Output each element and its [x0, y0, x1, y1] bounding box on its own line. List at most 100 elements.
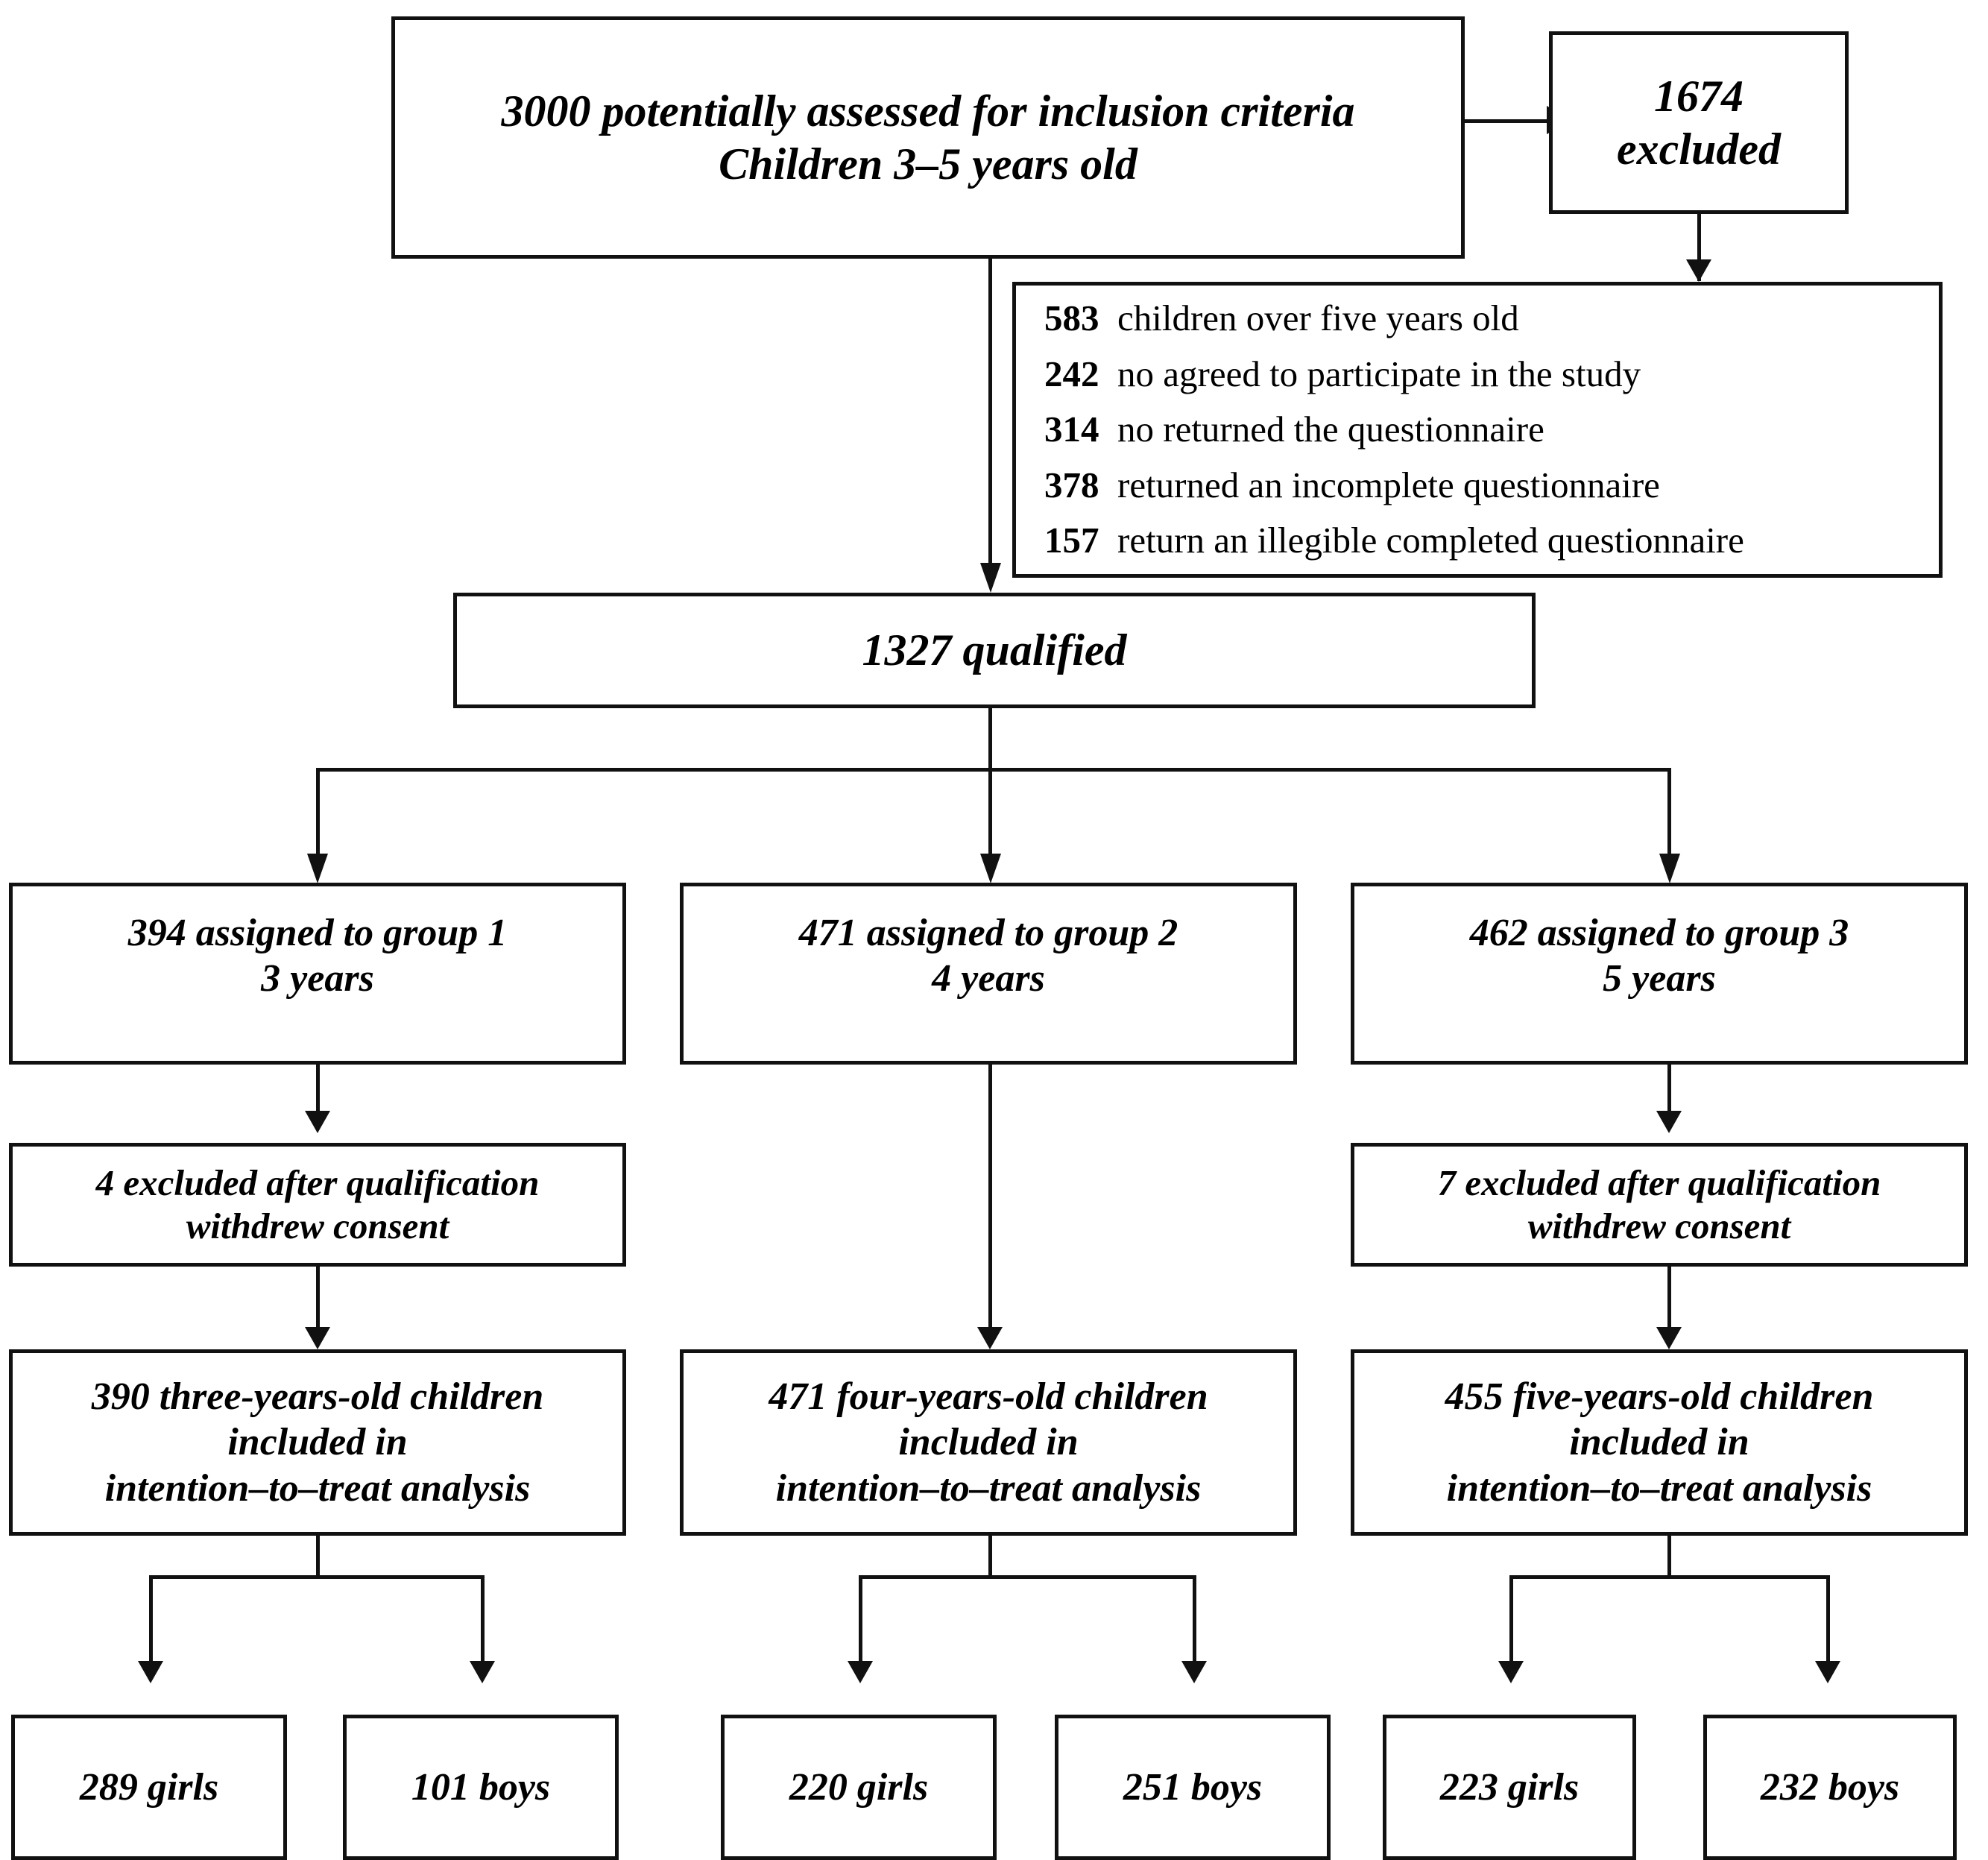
arrow-down-group-1-excluded: [305, 1111, 330, 1133]
connector-group-1-itt-stem: [316, 1536, 320, 1579]
group-1-boys-label: 101 boys: [411, 1765, 551, 1809]
connector-group-3-boys-branch: [1826, 1575, 1830, 1666]
arrow-down-group-2-girls: [848, 1661, 873, 1683]
connector-branch-group-1: [316, 768, 320, 865]
exclusion-reason-count: 314: [1044, 409, 1108, 450]
exclusion-reason-count: 378: [1044, 464, 1108, 505]
exclusion-reason-text: children over five years old: [1117, 297, 1519, 339]
group-2-itt-line-1: 471 four-years-old children: [769, 1375, 1208, 1418]
exclusion-reason-count: 583: [1044, 297, 1108, 339]
assigned-group-1-line-2: 3 years: [261, 957, 374, 1000]
qualified-label: 1327 qualified: [862, 625, 1127, 675]
group-2-itt-line-3: intention–to–treat analysis: [775, 1466, 1202, 1510]
connector-split-bar-groups: [316, 768, 1671, 772]
node-assigned-group-2: 471 assigned to group 2 4 years: [680, 883, 1297, 1065]
group-1-girls-label: 289 girls: [79, 1765, 219, 1809]
connector-group-3-excluded-to-itt: [1667, 1267, 1671, 1332]
exclusion-reason-text: no returned the questionnaire: [1117, 409, 1544, 450]
arrow-down-group-3-girls: [1498, 1661, 1524, 1683]
arrow-down-to-qualified: [980, 563, 1001, 593]
group-2-boys-label: 251 boys: [1123, 1765, 1263, 1809]
connector-group-1-girls-branch: [149, 1575, 153, 1666]
arrow-down-to-reasons: [1686, 259, 1711, 282]
group-3-itt-line-1: 455 five-years-old children: [1445, 1375, 1874, 1418]
connector-qualified-stem: [988, 708, 992, 772]
assigned-group-3-line-2: 5 years: [1603, 957, 1716, 1000]
node-qualified: 1327 qualified: [453, 593, 1536, 708]
arrow-down-group-1-itt: [305, 1327, 330, 1349]
group-1-excluded-line-1: 4 excluded after qualification: [95, 1162, 540, 1204]
node-assigned-group-1: 394 assigned to group 1 3 years: [9, 883, 626, 1065]
exclusion-reason-row: 583 children over five years old: [1044, 291, 1939, 346]
node-excluded-total: 1674 excluded: [1549, 31, 1849, 214]
arrow-down-group-3-excluded: [1656, 1111, 1682, 1133]
node-exclusion-reasons: 583 children over five years old 242 no …: [1012, 282, 1943, 578]
assessed-line-1: 3000 potentially assessed for inclusion …: [501, 86, 1355, 136]
assigned-group-3-line-1: 462 assigned to group 3: [1469, 911, 1849, 954]
node-itt-group-2: 471 four-years-old children included in …: [680, 1349, 1297, 1536]
exclusion-reason-count: 157: [1044, 520, 1108, 561]
exclusion-reason-row: 157 return an illegible completed questi…: [1044, 513, 1939, 568]
assessed-line-2: Children 3–5 years old: [719, 139, 1137, 189]
node-girls-group-2: 220 girls: [721, 1715, 997, 1860]
node-assessed-for-inclusion: 3000 potentially assessed for inclusion …: [391, 16, 1465, 259]
connector-group-2-boys-branch: [1193, 1575, 1196, 1666]
connector-group-1-assigned-to-excluded: [316, 1065, 320, 1117]
group-3-excluded-line-1: 7 excluded after qualification: [1437, 1162, 1881, 1204]
excluded-total-label: excluded: [1617, 124, 1781, 174]
exclusion-reason-row: 242 no agreed to participate in the stud…: [1044, 347, 1939, 402]
group-3-excluded-line-2: withdrew consent: [1527, 1205, 1791, 1246]
connector-branch-group-2: [988, 768, 992, 865]
connector-group-2-girls-branch: [859, 1575, 862, 1666]
node-excluded-after-qualification-group-3: 7 excluded after qualification withdrew …: [1351, 1143, 1968, 1267]
exclusion-reason-count: 242: [1044, 353, 1108, 394]
connector-group-3-itt-stem: [1667, 1536, 1671, 1579]
connector-group-2-itt-stem: [988, 1536, 992, 1579]
node-assigned-group-3: 462 assigned to group 3 5 years: [1351, 883, 1968, 1065]
node-itt-group-3: 455 five-years-old children included in …: [1351, 1349, 1968, 1536]
arrow-down-group-2-boys: [1181, 1661, 1207, 1683]
group-1-itt-line-1: 390 three-years-old children: [91, 1375, 544, 1418]
assigned-group-1-line-1: 394 assigned to group 1: [127, 911, 508, 954]
exclusion-reason-row: 378 returned an incomplete questionnaire: [1044, 458, 1939, 513]
connector-assessed-to-qualified: [988, 257, 992, 567]
group-3-girls-label: 223 girls: [1439, 1765, 1580, 1809]
connector-group-3-sex-split-bar: [1509, 1575, 1830, 1579]
node-boys-group-1: 101 boys: [343, 1715, 619, 1860]
group-1-itt-line-2: included in: [227, 1421, 408, 1464]
connector-group-2-assigned-to-itt: [988, 1065, 992, 1333]
group-3-itt-line-3: intention–to–treat analysis: [1446, 1466, 1872, 1510]
assigned-group-2-line-1: 471 assigned to group 2: [798, 911, 1178, 954]
arrow-down-group-3-boys: [1815, 1661, 1840, 1683]
connector-group-1-sex-split-bar: [149, 1575, 485, 1579]
assigned-group-2-line-2: 4 years: [932, 957, 1045, 1000]
node-excluded-after-qualification-group-1: 4 excluded after qualification withdrew …: [9, 1143, 626, 1267]
node-boys-group-3: 232 boys: [1703, 1715, 1957, 1860]
arrow-down-group-2-itt: [977, 1327, 1003, 1349]
connector-group-1-excluded-to-itt: [316, 1267, 320, 1332]
node-girls-group-3: 223 girls: [1383, 1715, 1636, 1860]
group-2-itt-line-2: included in: [898, 1421, 1079, 1464]
group-3-boys-label: 232 boys: [1760, 1765, 1900, 1809]
connector-group-3-girls-branch: [1509, 1575, 1513, 1666]
connector-assessed-to-excluded: [1461, 119, 1558, 123]
exclusion-reason-text: return an illegible completed questionna…: [1117, 520, 1744, 561]
node-itt-group-1: 390 three-years-old children included in…: [9, 1349, 626, 1536]
node-boys-group-2: 251 boys: [1055, 1715, 1331, 1860]
diagram-title: CONSORT-style participant flow diagram: [0, 0, 1, 1]
node-girls-group-1: 289 girls: [11, 1715, 287, 1860]
group-1-excluded-line-2: withdrew consent: [186, 1205, 449, 1246]
arrow-down-group-1-girls: [138, 1661, 163, 1683]
connector-group-3-assigned-to-excluded: [1667, 1065, 1671, 1117]
group-2-girls-label: 220 girls: [789, 1765, 929, 1809]
exclusion-reason-text: no agreed to participate in the study: [1117, 353, 1641, 394]
exclusion-reason-row: 314 no returned the questionnaire: [1044, 402, 1939, 457]
arrow-down-group-1-boys: [470, 1661, 495, 1683]
group-1-itt-line-3: intention–to–treat analysis: [104, 1466, 531, 1510]
connector-group-1-boys-branch: [481, 1575, 485, 1666]
exclusion-reason-text: returned an incomplete questionnaire: [1117, 464, 1660, 505]
arrow-down-group-3-itt: [1656, 1327, 1682, 1349]
excluded-total-count: 1674: [1654, 71, 1744, 121]
arrow-down-group-1: [307, 854, 328, 883]
